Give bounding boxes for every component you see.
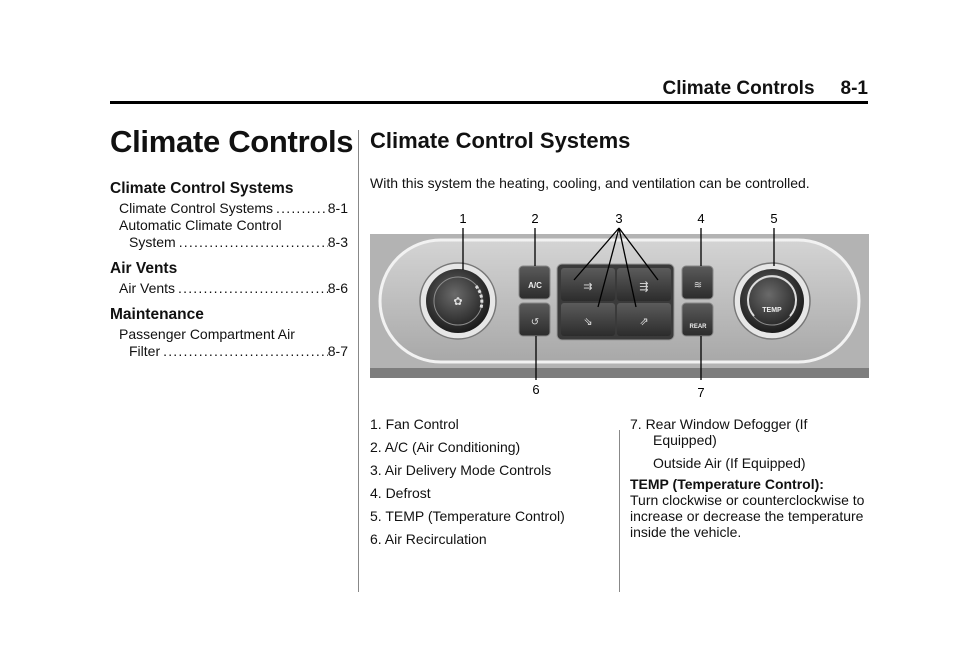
toc-entry-automatic-climate-control[interactable]: Automatic Climate Control (119, 217, 282, 233)
legend-item-6: 6. Air Recirculation (370, 531, 487, 547)
recirculation-button[interactable] (518, 302, 551, 337)
callout-3: 3 (615, 211, 622, 226)
toc-entry-passenger-compartment-air-page[interactable]: Filter..................................… (129, 343, 348, 359)
toc-entry-climate-control-systems[interactable]: Climate Control Systems.................… (119, 200, 348, 216)
legend-item-3: 3. Air Delivery Mode Controls (370, 462, 552, 478)
legend-item-7-cont: Equipped) (653, 432, 717, 448)
toc-entry-air-vents[interactable]: Air Vents...............................… (119, 280, 348, 296)
legend-item-5: 5. TEMP (Temperature Control) (370, 508, 565, 524)
header-page-number: 8-1 (840, 78, 868, 99)
section-intro: With this system the heating, cooling, a… (370, 175, 810, 191)
column-divider-2 (619, 430, 620, 592)
face-vent-icon: ⇉ (583, 280, 592, 293)
rear-label: REAR (689, 324, 707, 330)
toc-heading-maintenance: Maintenance (110, 306, 204, 323)
defrost-button[interactable] (681, 265, 714, 300)
floor-vent-icon: ⇘ (583, 315, 592, 328)
legend-item-4: 4. Defrost (370, 485, 431, 501)
floor-defrost-icon: ⇗ (639, 315, 648, 328)
chapter-toc: Climate Control Systems Climate Control … (110, 180, 348, 360)
column-divider (358, 130, 359, 592)
fan-control-knob[interactable]: ✿ (419, 262, 497, 340)
toc-heading-climate-control-systems: Climate Control Systems (110, 180, 294, 197)
callout-1: 1 (459, 211, 466, 226)
callout-4: 4 (697, 211, 704, 226)
temp-description: Turn clockwise or counterclockwise to in… (630, 492, 865, 540)
toc-entry-automatic-climate-control-page[interactable]: System..................................… (129, 234, 348, 250)
chapter-title: Climate Controls (110, 124, 354, 159)
legend-item-2: 2. A/C (Air Conditioning) (370, 439, 521, 455)
toc-entry-passenger-compartment-air[interactable]: Passenger Compartment Air (119, 326, 295, 342)
mode-button-floor-defrost[interactable] (617, 303, 671, 336)
rear-defog-button[interactable] (681, 302, 714, 337)
legend-list-continued: 7. Rear Window Defogger (If Equipped) Ou… (630, 416, 870, 540)
temp-label: TEMP (762, 307, 782, 314)
recirculation-icon: ↺ (531, 317, 539, 328)
mode-button-floor[interactable] (561, 303, 615, 336)
legend-item-7-extra: Outside Air (If Equipped) (653, 455, 806, 471)
header-section: Climate Controls (662, 78, 815, 99)
callout-5: 5 (770, 211, 777, 226)
mode-button-face-floor[interactable] (617, 268, 671, 301)
defrost-icon: ≋ (694, 280, 702, 291)
temp-control-knob[interactable]: TEMP (733, 262, 811, 340)
svg-text:✿: ✿ (453, 295, 462, 308)
climate-panel-illustration: ✿ A/C ↺ ⇉ ⇶ ⇘ ⇗ ≋ REAR TEMP (370, 211, 869, 400)
callout-7: 7 (697, 385, 704, 400)
toc-heading-air-vents: Air Vents (110, 260, 178, 277)
legend-list: 1. Fan Control 2. A/C (Air Conditioning)… (370, 416, 610, 554)
legend-item-1: 1. Fan Control (370, 416, 459, 432)
page-header: Climate Controls 8-1 (110, 78, 869, 100)
face-floor-icon: ⇶ (639, 280, 648, 293)
climate-control-panel-figure: ✿ A/C ↺ ⇉ ⇶ ⇘ ⇗ ≋ REAR TEMP (370, 208, 869, 400)
header-rule (110, 101, 868, 104)
callout-6: 6 (532, 382, 539, 397)
legend-item-7: 7. Rear Window Defogger (If (630, 416, 808, 432)
callout-2: 2 (531, 211, 538, 226)
temp-heading: TEMP (Temperature Control): (630, 476, 824, 492)
ac-label: A/C (528, 281, 542, 290)
callout-leaders (462, 227, 775, 380)
section-title: Climate Control Systems (370, 128, 631, 153)
